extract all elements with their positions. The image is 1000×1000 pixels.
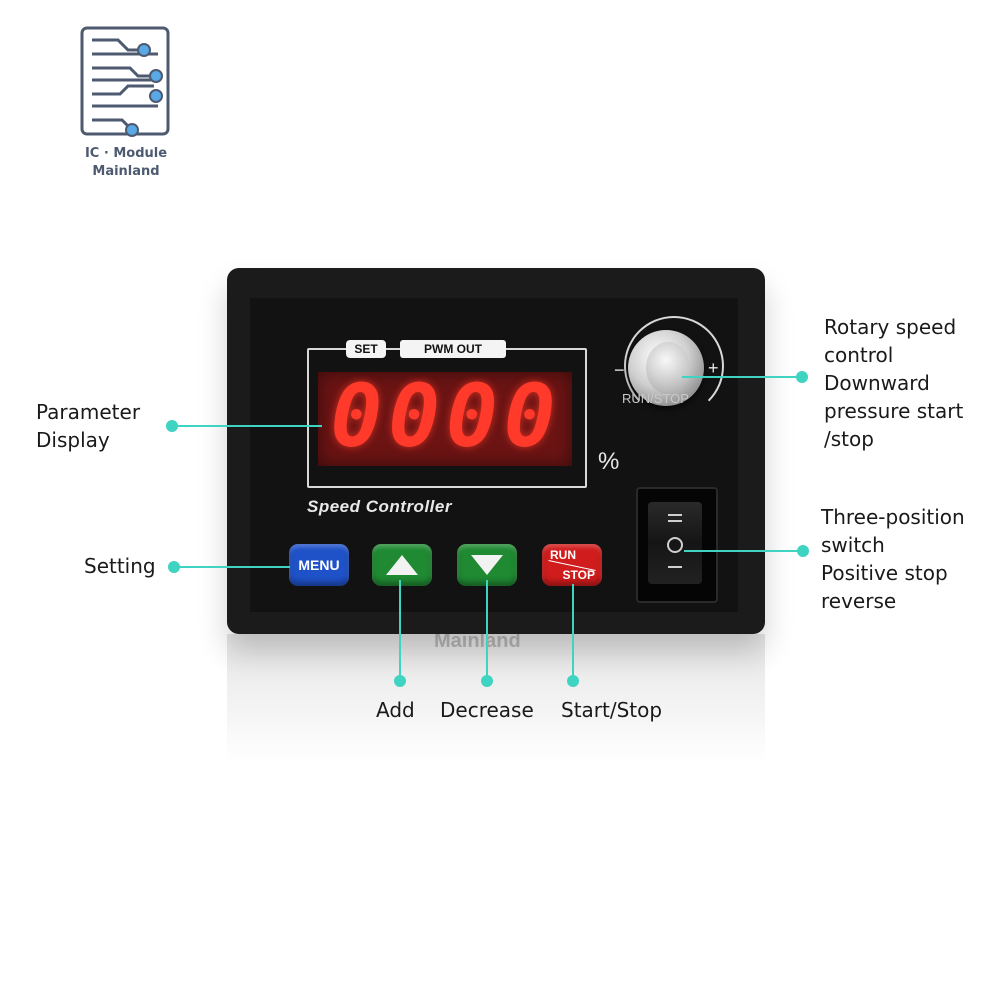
label-decrease: Decrease: [440, 698, 534, 722]
ic-module-logo: [80, 26, 170, 137]
callout-line-decrease: [486, 580, 488, 680]
device-reflection: [227, 634, 765, 764]
set-indicator: SET: [346, 340, 386, 358]
switch-off-circle-mark: [667, 537, 683, 553]
label-rotary-line3: Downward: [824, 371, 930, 395]
menu-button[interactable]: MENU: [289, 544, 349, 586]
knob-plus-mark: +: [708, 358, 719, 378]
callout-line-start-stop: [572, 584, 574, 680]
callout-dot-rotary: [796, 371, 808, 383]
callout-line-switch: [684, 550, 802, 552]
label-parameter-display: Parameter Display: [36, 398, 140, 454]
menu-button-label: MENU: [298, 557, 340, 573]
logo-text-line2: Mainland: [92, 164, 160, 179]
callout-dot-switch: [797, 545, 809, 557]
percent-unit: %: [598, 448, 620, 475]
callout-line-add: [399, 580, 401, 680]
callout-line-parameter-display: [172, 425, 322, 427]
callout-line-rotary: [682, 376, 802, 378]
add-button[interactable]: [372, 544, 432, 586]
knob-scale-arc: [624, 316, 724, 416]
product-label: Speed Controller: [307, 497, 452, 516]
label-switch-line1: Three-position: [821, 505, 965, 529]
label-rotary-line4: pressure start: [824, 399, 964, 423]
callout-line-setting: [174, 566, 290, 568]
label-switch-line2: switch: [821, 533, 885, 557]
label-parameter-display-line1: Parameter: [36, 400, 141, 424]
label-rotary: Rotary speed control Downward pressure s…: [824, 313, 963, 453]
label-parameter-display-line2: Display: [36, 428, 110, 452]
knob-label: RUN/STOP: [622, 391, 689, 406]
switch-single-line-mark: [668, 566, 682, 568]
stop-label: STOP: [562, 568, 595, 582]
callout-dot-start-stop: [567, 675, 579, 687]
switch-double-line-mark: [668, 514, 682, 522]
run-label: RUN: [550, 548, 576, 562]
arrow-up-icon: [386, 555, 418, 575]
label-rotary-line2: control: [824, 343, 894, 367]
label-switch-line4: reverse: [821, 589, 897, 613]
reflection-text: Mainland: [434, 630, 521, 652]
rotary-knob-cap: [646, 342, 690, 394]
callout-dot-decrease: [481, 675, 493, 687]
label-rotary-line1: Rotary speed: [824, 315, 957, 339]
label-add: Add: [376, 698, 415, 722]
label-rotary-line5: /stop: [824, 427, 874, 451]
led-display: [318, 372, 572, 466]
callout-dot-add: [394, 675, 406, 687]
label-switch: Three-position switch Positive stop reve…: [821, 503, 965, 615]
run-stop-button[interactable]: RUN STOP: [542, 544, 602, 586]
logo-text-line1: IC · Module: [84, 146, 168, 161]
knob-minus-mark: −: [614, 360, 625, 380]
display-value: 0000: [330, 367, 562, 467]
arrow-down-icon: [471, 555, 503, 575]
label-setting: Setting: [84, 554, 156, 578]
decrease-button[interactable]: [457, 544, 517, 586]
pwm-out-indicator: PWM OUT: [400, 340, 506, 358]
label-switch-line3: Positive stop: [821, 561, 948, 585]
label-start-stop: Start/Stop: [561, 698, 663, 722]
